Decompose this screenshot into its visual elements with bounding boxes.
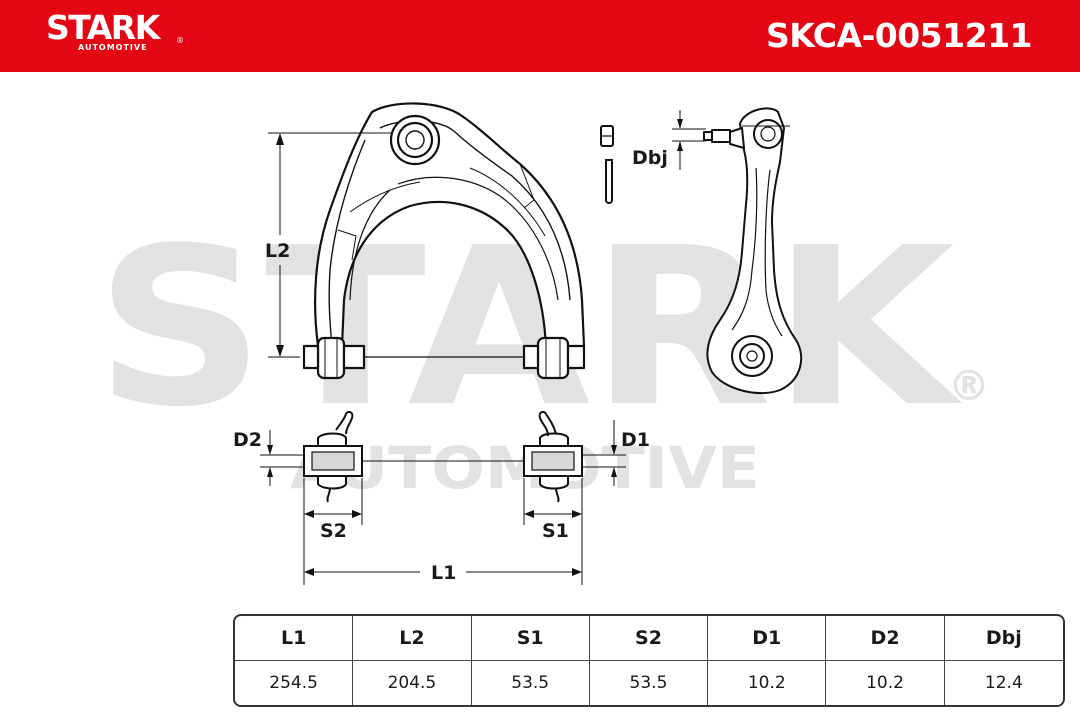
bushing-section-right	[523, 410, 583, 503]
header-l1: L1	[235, 616, 354, 661]
dbj-dimension	[672, 110, 706, 170]
logo-brand: STARK	[46, 8, 160, 47]
logo-registered-mark: ®	[176, 36, 184, 45]
logo-subtitle: AUTOMOTIVE	[78, 43, 148, 52]
header-s2: S2	[589, 616, 709, 661]
l2-label: L2	[265, 240, 290, 262]
dimensions-table: L1 L2 S1 S2 D1 D2 Dbj 254.5 204.5 53.5 5…	[233, 614, 1065, 707]
value-l1: 254.5	[235, 661, 354, 705]
value-dbj: 12.4	[984, 673, 1023, 693]
dbj-label: Dbj	[632, 147, 668, 169]
bushing-section-left	[303, 410, 363, 503]
s2-label: S2	[320, 520, 347, 542]
part-number: SKCA-0051211	[765, 16, 1033, 55]
watermark-registered: ®	[948, 361, 990, 410]
stark-logo: STARK ® AUTOMOTIVE	[46, 10, 186, 53]
value-d1: 10.2	[708, 661, 827, 705]
l1-dimension	[304, 568, 582, 576]
l1-label: L1	[431, 562, 456, 584]
header-d1: D1	[708, 616, 827, 661]
control-arm-side-view	[703, 107, 803, 395]
value-s2: 53.5	[590, 661, 709, 705]
d1-label: D1	[621, 429, 650, 451]
header-dbj: Dbj	[944, 616, 1063, 661]
value-s1: 53.5	[472, 661, 590, 705]
d2-label: D2	[233, 429, 262, 451]
header-s1: S1	[471, 616, 590, 661]
s1-label: S1	[542, 520, 569, 542]
value-l2: 204.5	[353, 661, 472, 705]
l2-dimension	[268, 132, 392, 358]
d1-dimension	[582, 420, 626, 486]
d2-dimension	[260, 430, 304, 486]
header-l2: L2	[353, 616, 472, 661]
cotter-pin-detail	[600, 125, 614, 204]
header-bar: STARK ® AUTOMOTIVE SKCA-0051211	[0, 0, 1080, 72]
s1-dimension	[523, 478, 583, 585]
s2-dimension	[303, 478, 363, 585]
technical-drawing: STARK AUTOMOTIVE ®	[95, 102, 990, 585]
control-arm-top-view	[302, 102, 586, 380]
table-row: 254.5 204.5 53.5 53.5 10.2 10.2 12.4	[235, 661, 1063, 705]
value-d2: 10.2	[826, 661, 945, 705]
header-d2: D2	[826, 616, 945, 661]
table-header-row: L1 L2 S1 S2 D1 D2 Dbj	[235, 616, 1063, 661]
